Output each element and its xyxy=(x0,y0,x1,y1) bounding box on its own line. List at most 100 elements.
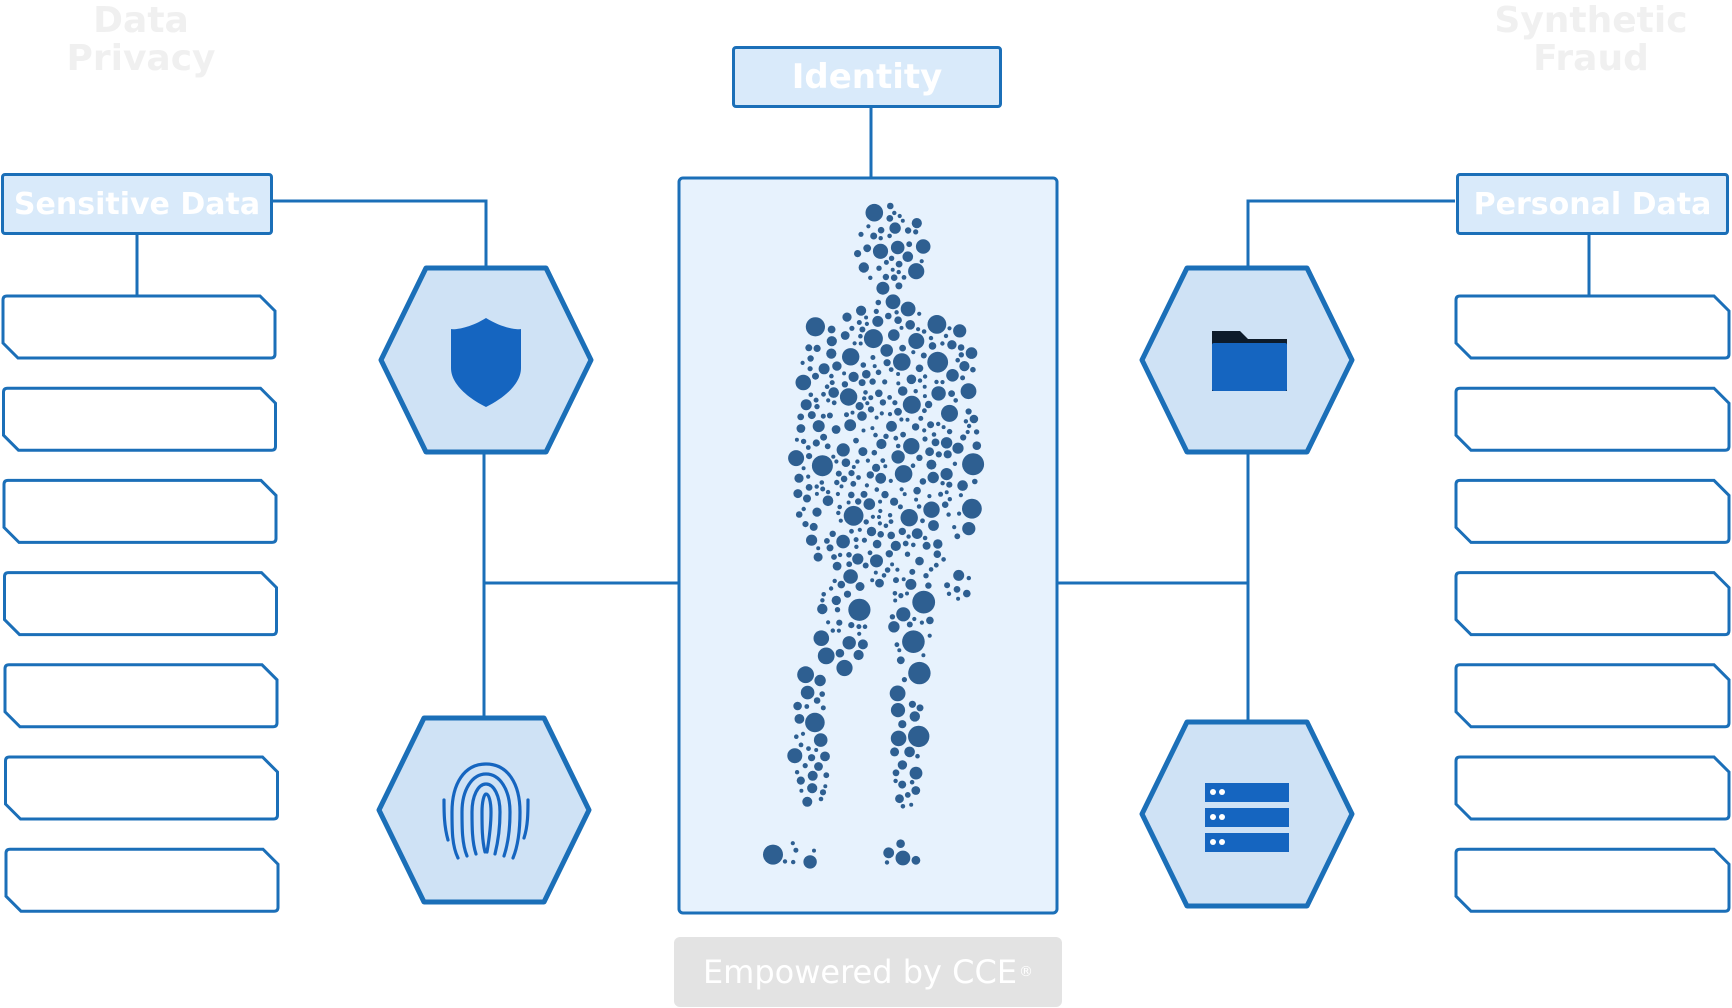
figure-dot xyxy=(895,260,903,268)
figure-dot xyxy=(816,546,821,551)
figure-dot xyxy=(835,491,841,497)
figure-dot xyxy=(896,656,905,665)
figure-dot xyxy=(888,621,900,633)
figure-dot xyxy=(813,344,821,352)
figure-dot xyxy=(848,470,855,477)
figure-dot xyxy=(911,350,916,355)
figure-dot xyxy=(843,590,852,598)
dotted-person-figure xyxy=(763,202,985,869)
figure-dot xyxy=(973,429,980,435)
figure-dot xyxy=(899,344,906,352)
figure-dot xyxy=(821,592,826,597)
figure-dot xyxy=(858,341,863,346)
figure-dot xyxy=(800,438,807,445)
shield-icon xyxy=(451,318,521,407)
figure-dot xyxy=(826,336,837,347)
figure-dot xyxy=(883,433,889,439)
figure-dot xyxy=(818,796,824,802)
figure-dot xyxy=(899,487,904,492)
figure-dot xyxy=(794,437,799,442)
figure-dot xyxy=(834,479,840,486)
figure-dot xyxy=(800,360,805,365)
figure-dot xyxy=(946,369,959,382)
figure-dot xyxy=(860,362,867,368)
figure-dot xyxy=(913,389,918,394)
figure-dot xyxy=(820,486,826,492)
figure-dot xyxy=(870,554,883,568)
figure-dot xyxy=(814,484,819,489)
figure-dot xyxy=(902,540,909,547)
figure-dot xyxy=(848,598,871,621)
figure-dot xyxy=(908,333,925,349)
right-slot-5 xyxy=(1454,663,1731,729)
figure-dot xyxy=(858,333,863,339)
figure-dot xyxy=(921,329,927,334)
figure-dot xyxy=(908,725,930,748)
figure-dot xyxy=(836,659,853,677)
figure-dot xyxy=(807,783,818,794)
figure-dot xyxy=(918,415,924,421)
figure-dot xyxy=(898,593,904,599)
figure-dot xyxy=(896,372,901,376)
figure-dot xyxy=(809,522,818,531)
figure-dot xyxy=(909,779,915,785)
figure-dot xyxy=(814,748,819,752)
figure-dot xyxy=(953,569,965,581)
figure-dot xyxy=(956,596,961,601)
figure-dot xyxy=(862,396,867,401)
figure-dot xyxy=(894,407,902,416)
figure-dot xyxy=(858,447,868,457)
figure-dot xyxy=(870,578,875,583)
figure-dot xyxy=(908,700,917,708)
figure-dot xyxy=(928,520,939,531)
figure-dot xyxy=(796,776,805,785)
figure-dot xyxy=(799,788,804,793)
left-slot-1 xyxy=(1,294,277,360)
figure-dot xyxy=(935,451,942,458)
figure-dot xyxy=(839,388,858,406)
figure-dot xyxy=(877,226,885,234)
left-section-title: Data Privacy xyxy=(66,0,216,79)
figure-dot xyxy=(922,535,928,541)
figure-dot xyxy=(911,786,921,795)
figure-dot xyxy=(802,763,808,769)
figure-dot xyxy=(872,243,889,259)
figure-dot xyxy=(878,508,883,514)
figure-dot xyxy=(798,742,804,748)
figure-dot xyxy=(933,539,943,549)
figure-dot xyxy=(966,423,972,429)
figure-dot xyxy=(894,310,899,315)
figure-dot xyxy=(829,530,836,537)
figure-dot xyxy=(794,770,800,775)
figure-dot xyxy=(820,751,830,762)
figure-dot xyxy=(927,351,949,373)
figure-dot xyxy=(812,372,819,380)
figure-dot xyxy=(820,705,826,711)
figure-dot xyxy=(902,630,925,653)
figure-dot xyxy=(904,792,911,798)
figure-dot xyxy=(902,251,914,262)
figure-dot xyxy=(927,421,935,429)
figure-dot xyxy=(846,552,852,558)
figure-dot xyxy=(862,369,871,379)
figure-dot xyxy=(883,464,888,469)
figure-dot xyxy=(856,305,867,316)
figure-dot xyxy=(887,412,893,417)
figure-dot xyxy=(893,353,911,371)
identity-header: Identity xyxy=(732,46,1002,108)
figure-dot xyxy=(919,478,927,485)
figure-dot xyxy=(881,490,889,499)
figure-dot xyxy=(895,443,901,449)
figure-dot xyxy=(900,301,916,317)
figure-dot xyxy=(793,847,799,853)
figure-dot xyxy=(879,399,887,406)
figure-dot xyxy=(806,474,811,479)
figure-dot xyxy=(922,394,927,399)
figure-dot xyxy=(940,481,945,486)
figure-dot xyxy=(912,590,936,614)
figure-dot xyxy=(813,733,828,747)
figure-dot xyxy=(803,855,817,869)
right-slot-6 xyxy=(1454,755,1731,821)
figure-dot xyxy=(941,425,946,430)
